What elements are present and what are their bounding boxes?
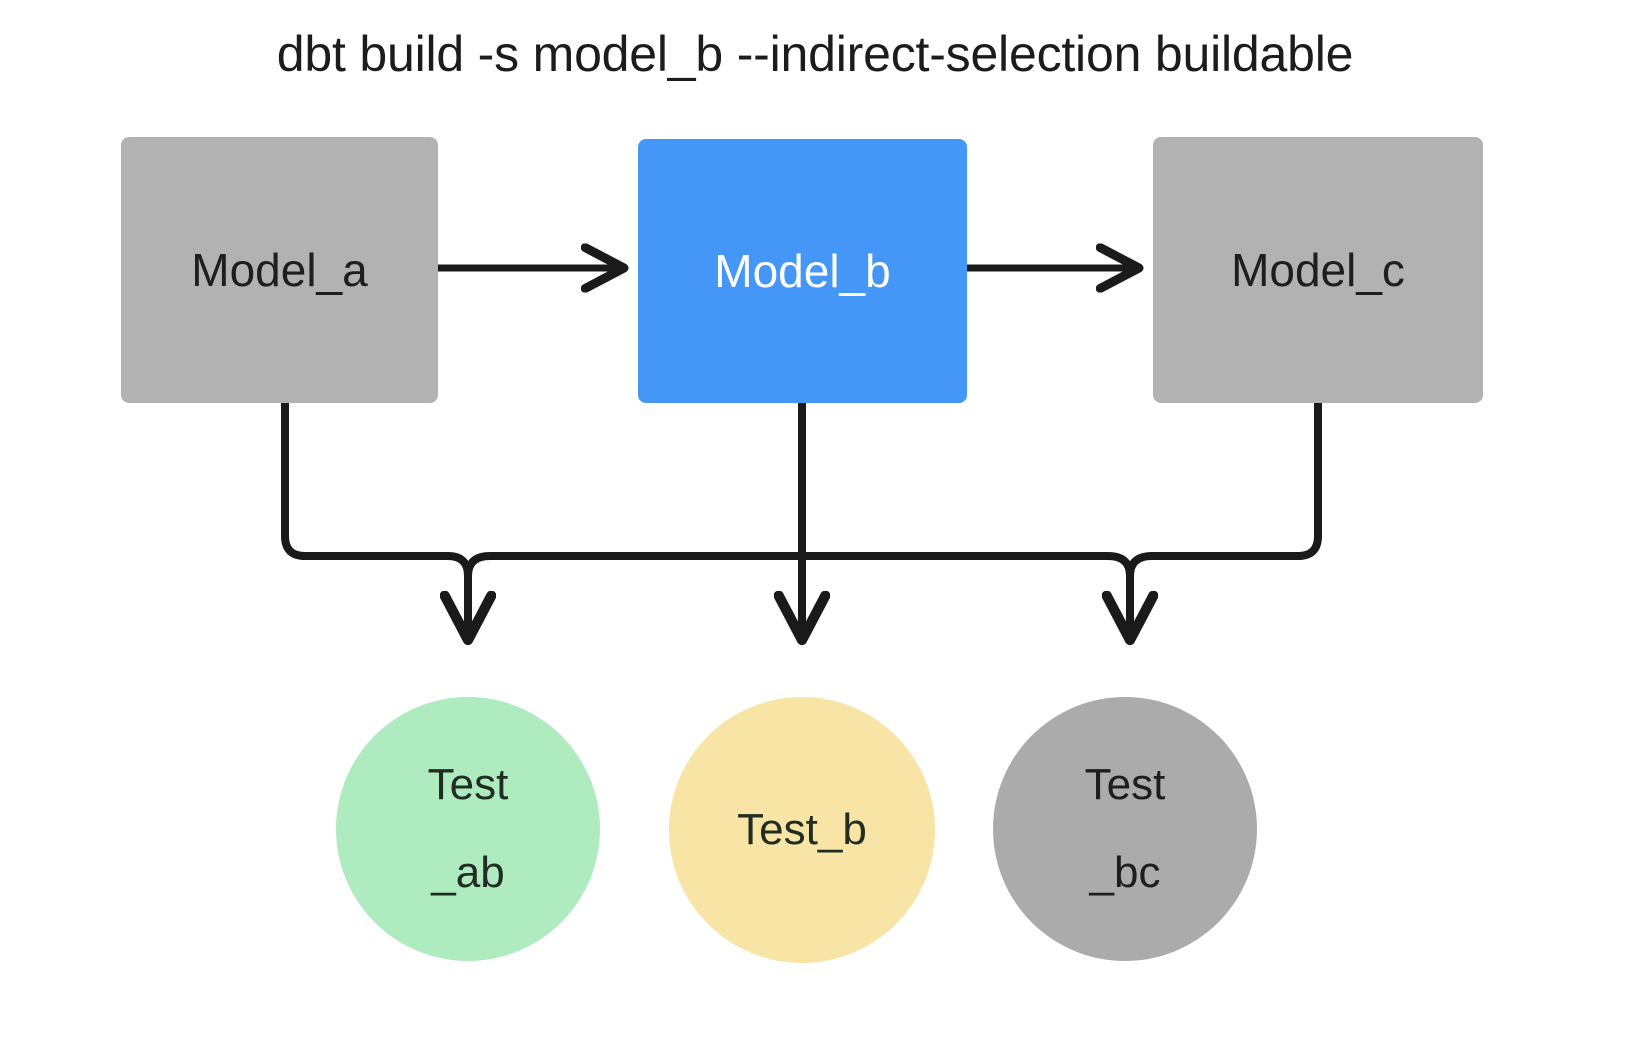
diagram-title: dbt build -s model_b --indirect-selectio…	[276, 26, 1354, 82]
node-test-ab-label-line2: _ab	[431, 848, 505, 897]
node-test-ab[interactable]: Test _ab	[336, 697, 600, 961]
node-test-ab-label-line1: Test	[427, 760, 509, 809]
node-test-ab-label: Test _ab	[336, 741, 600, 917]
edge-model-b-to-test-ab	[464, 552, 806, 580]
node-model-a-label: Model_a	[191, 244, 368, 296]
node-test-bc-label: Test _bc	[993, 741, 1257, 917]
node-model-c[interactable]: Model_c	[1153, 137, 1483, 403]
node-model-a[interactable]: Model_a	[121, 137, 438, 403]
edge-model-a-to-test-ab	[281, 399, 468, 640]
node-test-bc-label-line1: Test	[1084, 760, 1166, 809]
edge-model-b-to-test-bc	[798, 552, 1130, 640]
node-model-b-label: Model_b	[714, 245, 891, 297]
node-test-b[interactable]: Test_b	[669, 697, 935, 963]
edge-model-c-to-test-bc	[1126, 399, 1322, 580]
node-test-b-label: Test_b	[737, 805, 867, 854]
node-test-bc[interactable]: Test _bc	[993, 697, 1257, 961]
node-model-b[interactable]: Model_b	[638, 139, 967, 403]
node-model-c-label: Model_c	[1231, 244, 1405, 296]
node-test-bc-label-line2: _bc	[1089, 848, 1161, 897]
